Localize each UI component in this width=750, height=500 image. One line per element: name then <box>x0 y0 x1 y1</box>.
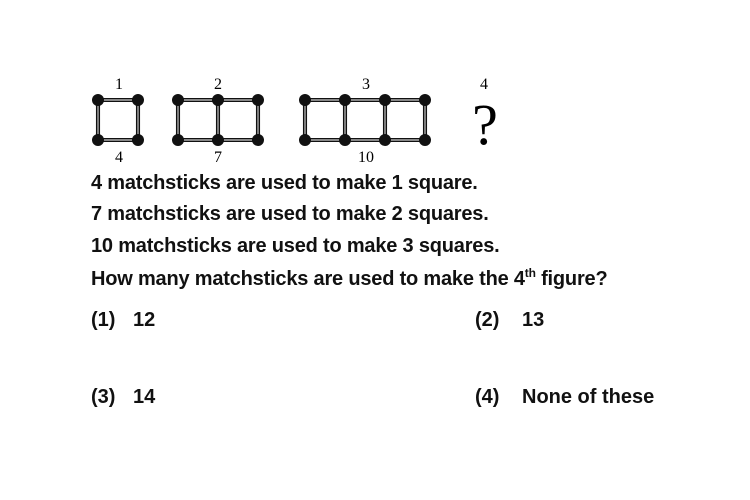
option-3[interactable]: (3) 14 <box>91 386 155 409</box>
matchstick-head <box>419 94 431 106</box>
matchstick-head <box>339 94 351 106</box>
matchstick-head <box>419 134 431 146</box>
figure-1-top-label: 1 <box>115 76 123 93</box>
figure-4-question-mark: ? <box>472 92 498 157</box>
matchstick-head <box>92 134 104 146</box>
option-3-text: 14 <box>133 386 156 408</box>
matchstick-head <box>339 134 351 146</box>
matchstick-head <box>132 134 144 146</box>
matchstick-head <box>379 134 391 146</box>
option-3-number: (3) <box>91 386 116 408</box>
option-2-number: (2) <box>475 309 500 331</box>
option-1[interactable]: (1) 12 <box>91 309 155 332</box>
option-4-number: (4) <box>475 386 500 408</box>
figure-1: 1 4 <box>92 76 144 166</box>
option-4-text: None of these <box>522 386 655 408</box>
matchstick-head <box>92 94 104 106</box>
matchstick-head <box>379 94 391 106</box>
figure-1-bottom-label: 4 <box>115 149 123 166</box>
figure-4-top-label: 4 <box>480 76 488 93</box>
option-2[interactable]: (2) 13 <box>475 309 544 332</box>
figure-2-top-label: 2 <box>214 76 222 93</box>
matchstick-head <box>172 134 184 146</box>
matchstick-head <box>212 94 224 106</box>
figure-3: 3 10 <box>299 76 431 166</box>
figure-3-top-label: 3 <box>362 76 370 93</box>
figure-2: 2 7 <box>172 76 264 166</box>
statement-line-2: 7 matchsticks are used to make 2 squares… <box>91 203 489 225</box>
figure-3-bottom-label: 10 <box>358 149 374 166</box>
figure-4: 4 ? <box>472 76 498 157</box>
matchstick-head <box>299 94 311 106</box>
matchstick-head <box>172 94 184 106</box>
option-2-text: 13 <box>522 309 545 331</box>
matchstick-head <box>132 94 144 106</box>
option-4[interactable]: (4) None of these <box>475 386 654 409</box>
matchstick-head <box>299 134 311 146</box>
figure-2-bottom-label: 7 <box>214 149 222 166</box>
matchstick-head <box>252 94 264 106</box>
option-1-text: 12 <box>133 309 156 331</box>
matchstick-head <box>212 134 224 146</box>
matchstick-head <box>252 134 264 146</box>
statement-line-3: 10 matchsticks are used to make 3 square… <box>91 235 500 257</box>
question-line: How many matchsticks are used to make th… <box>91 266 608 291</box>
matchstick-figures: 1 4 2 7 3 10 4 ? <box>92 76 498 166</box>
question-text: How many matchsticks are used to make th… <box>91 268 525 290</box>
question-superscript: th <box>524 266 536 280</box>
question-text-end: figure? <box>535 268 608 290</box>
statement-line-1: 4 matchsticks are used to make 1 square. <box>91 172 478 194</box>
option-1-number: (1) <box>91 309 116 331</box>
